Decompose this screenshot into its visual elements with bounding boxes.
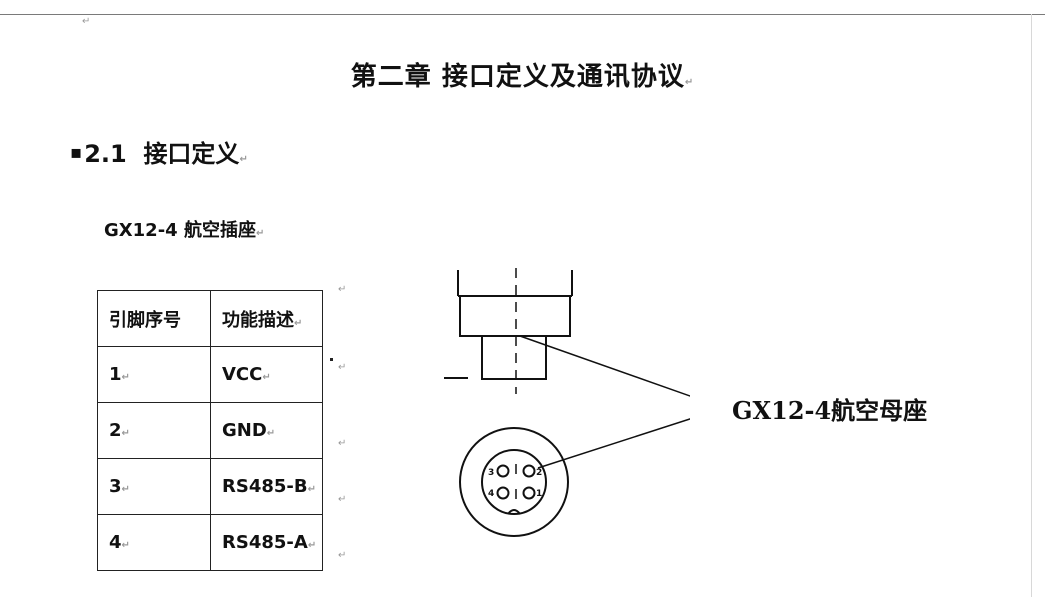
paragraph-mark: ↵ — [255, 228, 265, 239]
header-function: 功能描述 — [222, 309, 294, 331]
pin-function: RS485-A — [222, 532, 308, 553]
table-row: 3↵ RS485-B↵ — [97, 458, 323, 515]
paragraph-mark: ↵ — [266, 428, 276, 439]
pin-number: 1 — [109, 364, 122, 385]
paragraph-mark: ↵ — [307, 540, 317, 551]
paragraph-mark: ↵ — [307, 484, 316, 495]
chapter-title-text: 第二章 接口定义及通讯协议 — [350, 62, 685, 92]
table-cell: VCC↵ — [210, 346, 323, 403]
pin-number: 4 — [109, 532, 122, 553]
connector-flange — [459, 295, 571, 337]
pin-hole — [522, 486, 536, 500]
table-header-cell: 功能描述↵ — [210, 290, 323, 347]
paragraph-mark: ↵ — [121, 484, 130, 495]
section-number: 2.1 — [84, 140, 127, 168]
paragraph-mark: ↵ — [262, 372, 271, 383]
table-row: 2↵ GND↵ — [97, 402, 323, 459]
connector-label: GX12-4航空母座 — [732, 396, 928, 425]
connector-body — [481, 335, 547, 380]
paragraph-mark: ↵ — [684, 77, 695, 88]
table-cell: GND↵ — [210, 402, 323, 459]
paragraph-mark: ↵ — [294, 317, 303, 329]
table-row: 4↵ RS485-A↵ — [97, 514, 323, 571]
section-title: 接口定义 — [143, 140, 240, 168]
pin-hole — [496, 486, 510, 500]
paragraph-mark: ↵ — [121, 540, 130, 551]
table-header-cell: 引脚序号 — [97, 290, 211, 347]
table-row: 1↵ VCC↵ — [97, 346, 323, 403]
pin-number: 2 — [109, 420, 122, 441]
table-cell: 3↵ — [97, 458, 211, 515]
socket-key-notch — [507, 509, 521, 515]
anchor-dot — [330, 358, 333, 361]
table-cell: 4↵ — [97, 514, 211, 571]
socket-outer-ring — [459, 427, 569, 537]
row-end-mark: ↵ — [338, 494, 347, 505]
table-header-row: 引脚序号 功能描述↵ — [97, 290, 323, 347]
section-heading: ▪2.1 接口定义↵ — [70, 134, 248, 169]
paragraph-mark: ↵ — [239, 154, 248, 165]
gx12-connector-diagram: 3 2 4 1 — [444, 268, 690, 537]
header-pin-number: 引脚序号 — [109, 309, 181, 331]
connector-subtitle: GX12-4 航空插座↵ — [104, 216, 264, 242]
pin-function: VCC — [222, 364, 263, 385]
pin-hole — [522, 464, 536, 478]
pin-function: GND — [222, 420, 267, 441]
pin-label: 2 — [536, 468, 542, 478]
paragraph-mark: ↵ — [82, 16, 91, 27]
pin-number: 3 — [109, 476, 122, 497]
table-cell: RS485-A↵ — [210, 514, 323, 571]
row-end-mark: ↵ — [338, 284, 347, 295]
pin-label: 4 — [488, 489, 494, 499]
pin-label: 3 — [488, 468, 494, 478]
pin-label: 1 — [536, 489, 542, 499]
page-right-margin-line — [1031, 14, 1032, 597]
row-end-mark: ↵ — [338, 550, 347, 561]
table-cell: RS485-B↵ — [210, 458, 323, 515]
pin-function: RS485-B — [222, 476, 308, 497]
row-end-mark: ↵ — [338, 438, 347, 449]
leader-line-bottom — [537, 418, 690, 469]
socket-inner-ring — [481, 449, 547, 515]
paragraph-mark: ↵ — [121, 428, 130, 439]
page-top-border — [0, 14, 1045, 15]
chapter-title: 第二章 接口定义及通讯协议↵ — [0, 56, 1045, 93]
pin-hole — [496, 464, 510, 478]
row-end-mark: ↵ — [338, 362, 347, 373]
bullet-icon: ▪ — [70, 142, 83, 163]
paragraph-mark: ↵ — [121, 372, 130, 383]
connector-subtitle-text: GX12-4 航空插座 — [104, 220, 256, 241]
pin-definition-table: 引脚序号 功能描述↵ 1↵ VCC↵ 2↵ GND↵ 3↵ RS485-B↵ 4… — [97, 290, 323, 571]
leader-line-top — [519, 335, 690, 397]
table-cell: 1↵ — [97, 346, 211, 403]
table-cell: 2↵ — [97, 402, 211, 459]
